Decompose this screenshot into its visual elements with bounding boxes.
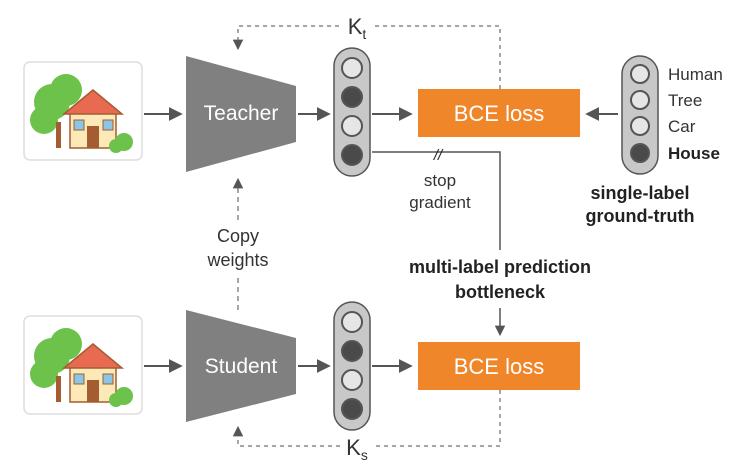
ground-truth-node: [630, 64, 650, 84]
ground-truth-caption: single-label: [590, 183, 689, 203]
student-encoder: Student: [186, 310, 296, 422]
ground-truth-class-label: Car: [668, 117, 696, 136]
student-output-node: [341, 369, 363, 391]
stop-gradient-label: stop: [424, 171, 456, 190]
input-image-student-house-icon: [23, 315, 143, 415]
student-label: Student: [205, 355, 278, 378]
ground-truth-column: [621, 55, 659, 175]
k-teacher-label: Kt: [348, 14, 367, 42]
ground-truth-node: [630, 116, 650, 136]
teacher-label: Teacher: [204, 102, 279, 125]
teacher-output-node: [341, 86, 363, 108]
ground-truth-class-label: Tree: [668, 91, 702, 110]
ground-truth-node: [630, 143, 650, 163]
student-output-column: [333, 301, 371, 431]
teacher-output-node: [341, 144, 363, 166]
teacher-output-node: [341, 115, 363, 137]
ground-truth-node: [630, 90, 650, 110]
ground-truth-class-label-selected: House: [668, 144, 720, 163]
bce-loss-bottom-label: BCE loss: [454, 354, 544, 379]
multi-label-caption: multi-label prediction: [409, 257, 591, 277]
ground-truth-caption: ground-truth: [586, 206, 695, 226]
ground-truth-class-label: Human: [668, 65, 723, 84]
k-student-label: Ks: [346, 435, 368, 463]
bce-loss-bottom: BCE loss: [418, 342, 580, 390]
multi-label-caption: bottleneck: [455, 282, 546, 302]
teacher-encoder: Teacher: [186, 56, 296, 172]
stop-gradient-mark: //: [433, 147, 444, 164]
stop-gradient-label: gradient: [409, 193, 471, 212]
teacher-output-node: [341, 57, 363, 79]
input-image-teacher-house-icon: [23, 61, 143, 161]
student-output-node: [341, 398, 363, 420]
student-output-node: [341, 340, 363, 362]
teacher-output-column: [333, 47, 371, 177]
bce-loss-top: BCE loss: [418, 89, 580, 137]
copy-weights-label: Copy: [217, 226, 259, 246]
bce-loss-top-label: BCE loss: [454, 101, 544, 126]
copy-weights-label: weights: [206, 250, 268, 270]
student-output-node: [341, 311, 363, 333]
